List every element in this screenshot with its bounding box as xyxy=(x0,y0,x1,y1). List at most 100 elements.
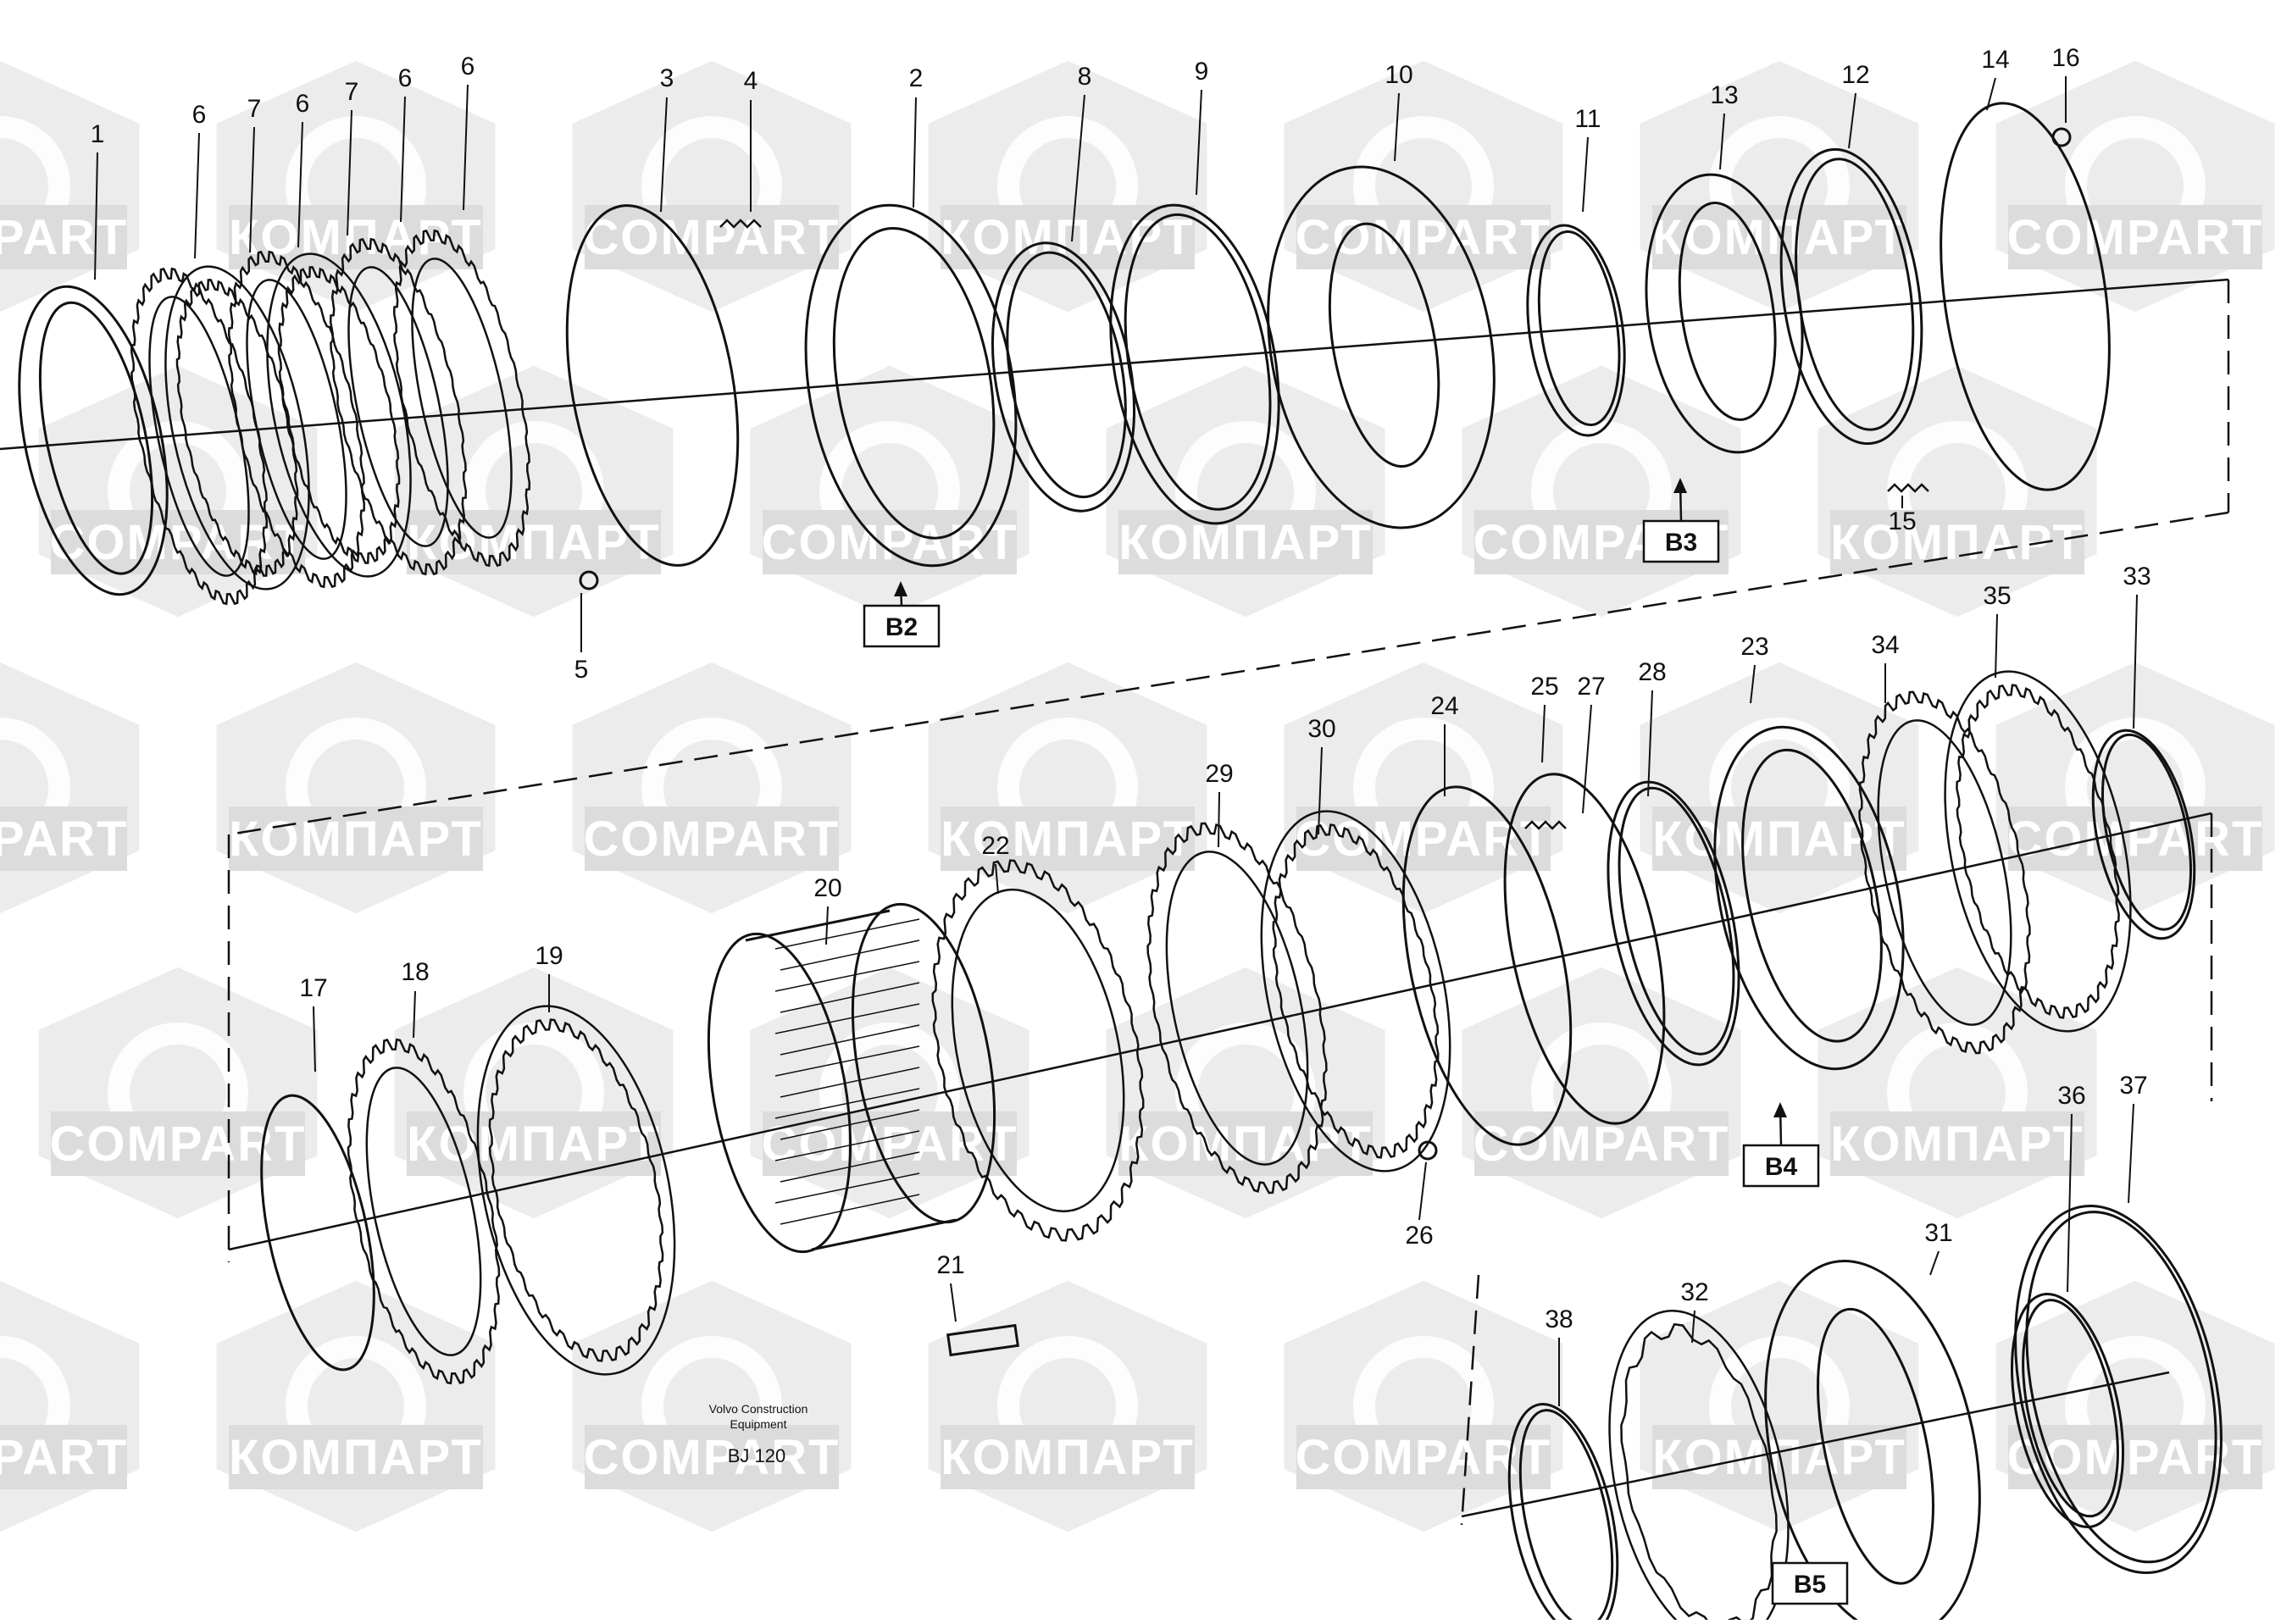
leader-25 xyxy=(1541,704,1546,763)
part-20-drum-spline xyxy=(774,1130,920,1161)
part-27-spring xyxy=(1524,820,1567,830)
leader-9 xyxy=(1196,89,1202,196)
part-25-ring xyxy=(1503,773,1666,1125)
ref-box-b5: B5 xyxy=(1771,1561,1849,1605)
leader-6 xyxy=(297,121,303,248)
callout-26: 26 xyxy=(1405,1222,1433,1250)
part-20-drum-front xyxy=(707,932,852,1254)
part-20-drum-bottom-edge xyxy=(811,1218,957,1251)
callout-28: 28 xyxy=(1638,658,1666,686)
callout-23: 23 xyxy=(1740,633,1768,661)
callout-16: 16 xyxy=(2051,44,2079,72)
part-29-disc xyxy=(1146,822,1328,1194)
part-12-seal xyxy=(1779,147,1923,446)
callout-8: 8 xyxy=(1078,63,1092,91)
part-34-disc-teeth xyxy=(1858,690,2031,1055)
part-19-disc xyxy=(476,1005,676,1376)
callout-37: 37 xyxy=(2119,1072,2147,1100)
watermark-text: КОМПАРТ xyxy=(1830,1117,2084,1172)
part-4-spring xyxy=(719,219,762,229)
part-6-disc-d-teeth xyxy=(392,229,531,568)
callout-10: 10 xyxy=(1385,61,1412,89)
callout-32: 32 xyxy=(1680,1278,1708,1306)
ref-box-arrow-head xyxy=(1773,1102,1787,1117)
part-12-seal-outer xyxy=(1779,147,1923,446)
watermark-text: КОМПАРТ xyxy=(1118,1117,1373,1172)
ref-box-arrow-head xyxy=(1673,478,1687,493)
watermark-hexagon xyxy=(1995,1280,2275,1533)
watermark-band xyxy=(1296,205,1551,269)
part-6-disc-d xyxy=(392,229,531,568)
callout-5: 5 xyxy=(574,656,589,684)
watermark-tile: COMPART xyxy=(572,662,852,914)
watermark-tile: COMPART xyxy=(38,365,318,618)
callout-34: 34 xyxy=(1871,631,1899,659)
watermark-tile: COMPART xyxy=(572,1280,852,1533)
watermark-tile: COMPART xyxy=(750,365,1029,618)
callout-30: 30 xyxy=(1307,715,1335,743)
watermark-tile: COMPART xyxy=(750,967,1029,1219)
part-22-disc xyxy=(931,859,1145,1242)
watermark-hexagon xyxy=(216,662,496,914)
watermark-ring xyxy=(0,1336,70,1477)
watermark-hexagon xyxy=(1106,365,1385,618)
part-37-seal-inner xyxy=(2025,1211,2217,1564)
watermark-text: COMPART xyxy=(1296,1430,1552,1485)
callout-24: 24 xyxy=(1430,692,1458,720)
watermark-band xyxy=(229,1425,483,1489)
watermark-text: COMPART xyxy=(2007,210,2264,265)
leader-28 xyxy=(1647,690,1653,797)
part-7-disc-b-teeth xyxy=(277,266,401,564)
part-11-seal xyxy=(1526,224,1626,437)
watermark-hexagon xyxy=(394,365,674,618)
watermark-hexagon xyxy=(1995,662,2275,914)
callout-29: 29 xyxy=(1205,760,1233,788)
ref-box-frame xyxy=(863,604,941,648)
callout-12: 12 xyxy=(1841,61,1869,89)
watermark-text: COMPART xyxy=(584,1430,841,1485)
part-9-seal-inner xyxy=(1124,213,1272,511)
part-8-seal-inner xyxy=(1006,251,1127,499)
leader-17 xyxy=(313,1006,316,1073)
watermark-text: КОМПАРТ xyxy=(941,812,1195,867)
part-10-housing-inner xyxy=(1328,222,1440,468)
watermark-hexagon xyxy=(750,967,1029,1219)
watermark-tile: COMPART xyxy=(0,1280,140,1533)
watermark-tile: КОМПАРТ xyxy=(216,662,496,914)
ref-box-b2: B2 xyxy=(863,581,941,648)
part-16-bolt xyxy=(2051,127,2072,147)
part-6-disc-d-rim xyxy=(411,258,513,539)
callout-3: 3 xyxy=(660,64,674,92)
leader-36 xyxy=(2067,1113,2073,1293)
ref-box-label: B4 xyxy=(1765,1153,1798,1181)
watermark-hexagon xyxy=(38,967,318,1219)
watermark-text: COMPART xyxy=(584,812,841,867)
parts-layer xyxy=(18,102,2223,1624)
watermark-tile: COMPART xyxy=(1284,662,1563,914)
watermark-text: КОМПАРТ xyxy=(941,210,1195,265)
part-31-housing xyxy=(1764,1260,1981,1624)
watermark-band xyxy=(763,510,1017,574)
part-20-drum-spline xyxy=(774,918,920,950)
part-26-bolt xyxy=(1418,1140,1438,1161)
callout-14: 14 xyxy=(1981,46,2009,74)
watermark-hexagon xyxy=(572,60,852,313)
ref-box-label: B5 xyxy=(1794,1571,1826,1599)
watermark-tile: COMPART xyxy=(1284,60,1563,313)
watermark-hexagon xyxy=(216,1280,496,1533)
watermark-tile: COMPART xyxy=(1995,60,2275,313)
leader-3 xyxy=(660,97,668,213)
part-32-washer-rim xyxy=(1608,1310,1790,1624)
part-9-seal xyxy=(1109,203,1280,525)
part-34-disc-rim xyxy=(1877,719,2012,1026)
watermark-hexagon xyxy=(1995,60,2275,313)
part-11-seal-outer xyxy=(1526,224,1626,437)
part-29-disc-rim xyxy=(1165,851,1309,1166)
part-31-housing-inner xyxy=(1817,1307,1934,1585)
ref-box-frame xyxy=(1771,1561,1849,1605)
bottom-axis-line xyxy=(1461,1371,2170,1518)
watermark-hexagon xyxy=(1818,365,2097,618)
part-22-disc-rim xyxy=(951,888,1125,1213)
part-20-drum-spline xyxy=(780,939,920,971)
